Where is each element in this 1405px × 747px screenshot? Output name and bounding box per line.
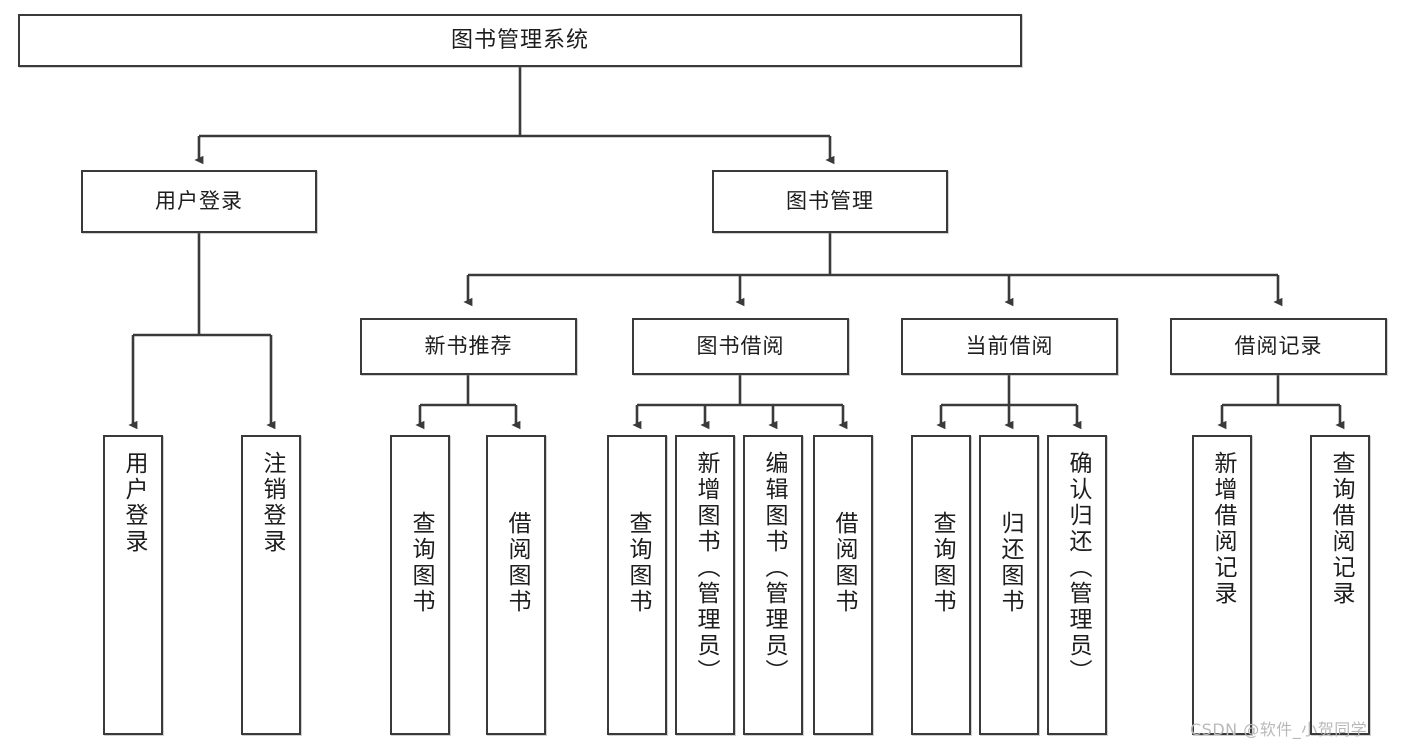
node-leaf-query-book-3[interactable]: 查询图书 [911,435,971,735]
node-leaf-confirm-return-label: 确认归还（管理员） [1064,451,1091,685]
node-leaf-confirm-return[interactable]: 确认归还（管理员） [1047,435,1107,735]
node-borrow-record[interactable]: 借阅记录 [1170,318,1387,375]
node-leaf-add-book-label: 新增图书（管理员） [692,451,719,685]
node-user-login-label: 用户登录 [155,189,243,214]
node-leaf-add-record[interactable]: 新增借阅记录 [1192,435,1252,735]
node-leaf-query-book-1-label: 查询图书 [407,511,434,615]
node-leaf-edit-book[interactable]: 编辑图书（管理员） [743,435,803,735]
node-leaf-edit-book-label: 编辑图书（管理员） [760,451,787,685]
node-new-book-recommend-label: 新书推荐 [424,334,513,359]
watermark-text: CSDN @软件_小贺同学 [1190,720,1368,739]
node-root-label: 图书管理系统 [450,27,589,53]
node-new-book-recommend[interactable]: 新书推荐 [360,318,577,375]
node-leaf-query-book-2-label: 查询图书 [624,511,651,615]
node-leaf-add-record-label: 新增借阅记录 [1209,451,1236,607]
node-leaf-query-record-label: 查询借阅记录 [1327,451,1354,607]
node-root[interactable]: 图书管理系统 [18,14,1022,67]
node-leaf-query-book-3-label: 查询图书 [928,511,955,615]
node-leaf-query-record[interactable]: 查询借阅记录 [1310,435,1370,735]
node-leaf-return-book[interactable]: 归还图书 [979,435,1039,735]
node-leaf-add-book[interactable]: 新增图书（管理员） [675,435,735,735]
node-leaf-user-login-label: 用户登录 [120,451,147,555]
node-book-manage[interactable]: 图书管理 [712,170,948,233]
node-book-borrow[interactable]: 图书借阅 [632,318,849,375]
node-leaf-query-book-2[interactable]: 查询图书 [607,435,667,735]
node-current-borrow[interactable]: 当前借阅 [901,318,1118,375]
node-leaf-query-book-1[interactable]: 查询图书 [390,435,450,735]
node-book-manage-label: 图书管理 [786,189,874,214]
node-leaf-borrow-book-2-label: 借阅图书 [830,511,857,615]
node-current-borrow-label: 当前借阅 [965,334,1054,359]
node-user-login[interactable]: 用户登录 [81,170,317,233]
node-leaf-borrow-book-1-label: 借阅图书 [503,511,530,615]
node-leaf-logout[interactable]: 注销登录 [241,435,301,735]
node-leaf-user-login[interactable]: 用户登录 [103,435,163,735]
node-leaf-borrow-book-1[interactable]: 借阅图书 [486,435,546,735]
node-leaf-borrow-book-2[interactable]: 借阅图书 [813,435,873,735]
node-borrow-record-label: 借阅记录 [1234,334,1323,359]
node-leaf-logout-label: 注销登录 [258,451,285,555]
node-book-borrow-label: 图书借阅 [696,334,785,359]
node-leaf-return-book-label: 归还图书 [996,511,1023,615]
